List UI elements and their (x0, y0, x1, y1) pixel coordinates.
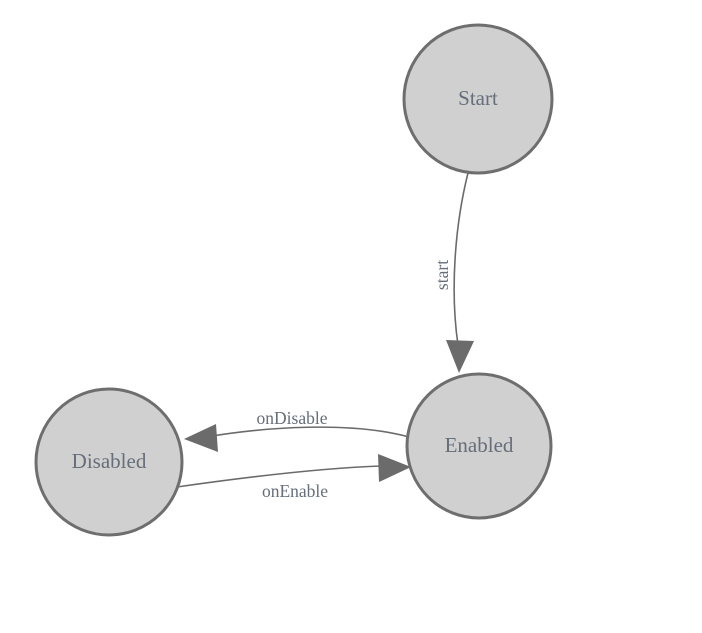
edge-path-disabled-to-enabled (176, 465, 383, 488)
node-disabled-label: Disabled (72, 449, 147, 473)
node-start-label: Start (458, 86, 498, 110)
edge-disabled-to-enabled[interactable]: onEnable (176, 454, 411, 501)
arrowhead-into-enabled-top (446, 340, 474, 373)
edge-label-onenable: onEnable (262, 481, 328, 501)
edge-label-start: start (432, 260, 452, 290)
edge-path-start-to-enabled (453, 172, 469, 346)
arrowhead-into-disabled (184, 424, 218, 452)
edge-path-enabled-to-disabled (205, 426, 410, 438)
edge-label-ondisable: onDisable (257, 408, 328, 428)
edge-enabled-to-disabled[interactable]: onDisable (184, 408, 410, 452)
node-start[interactable]: Start (402, 23, 554, 175)
node-enabled[interactable]: Enabled (405, 372, 553, 520)
node-start-circle (402, 23, 554, 175)
node-disabled-circle (34, 387, 184, 537)
arrowhead-into-enabled-left (378, 454, 411, 482)
node-enabled-label: Enabled (445, 433, 514, 457)
node-disabled[interactable]: Disabled (34, 387, 184, 537)
edge-start-to-enabled[interactable]: start (432, 172, 474, 373)
node-enabled-circle (405, 372, 553, 520)
